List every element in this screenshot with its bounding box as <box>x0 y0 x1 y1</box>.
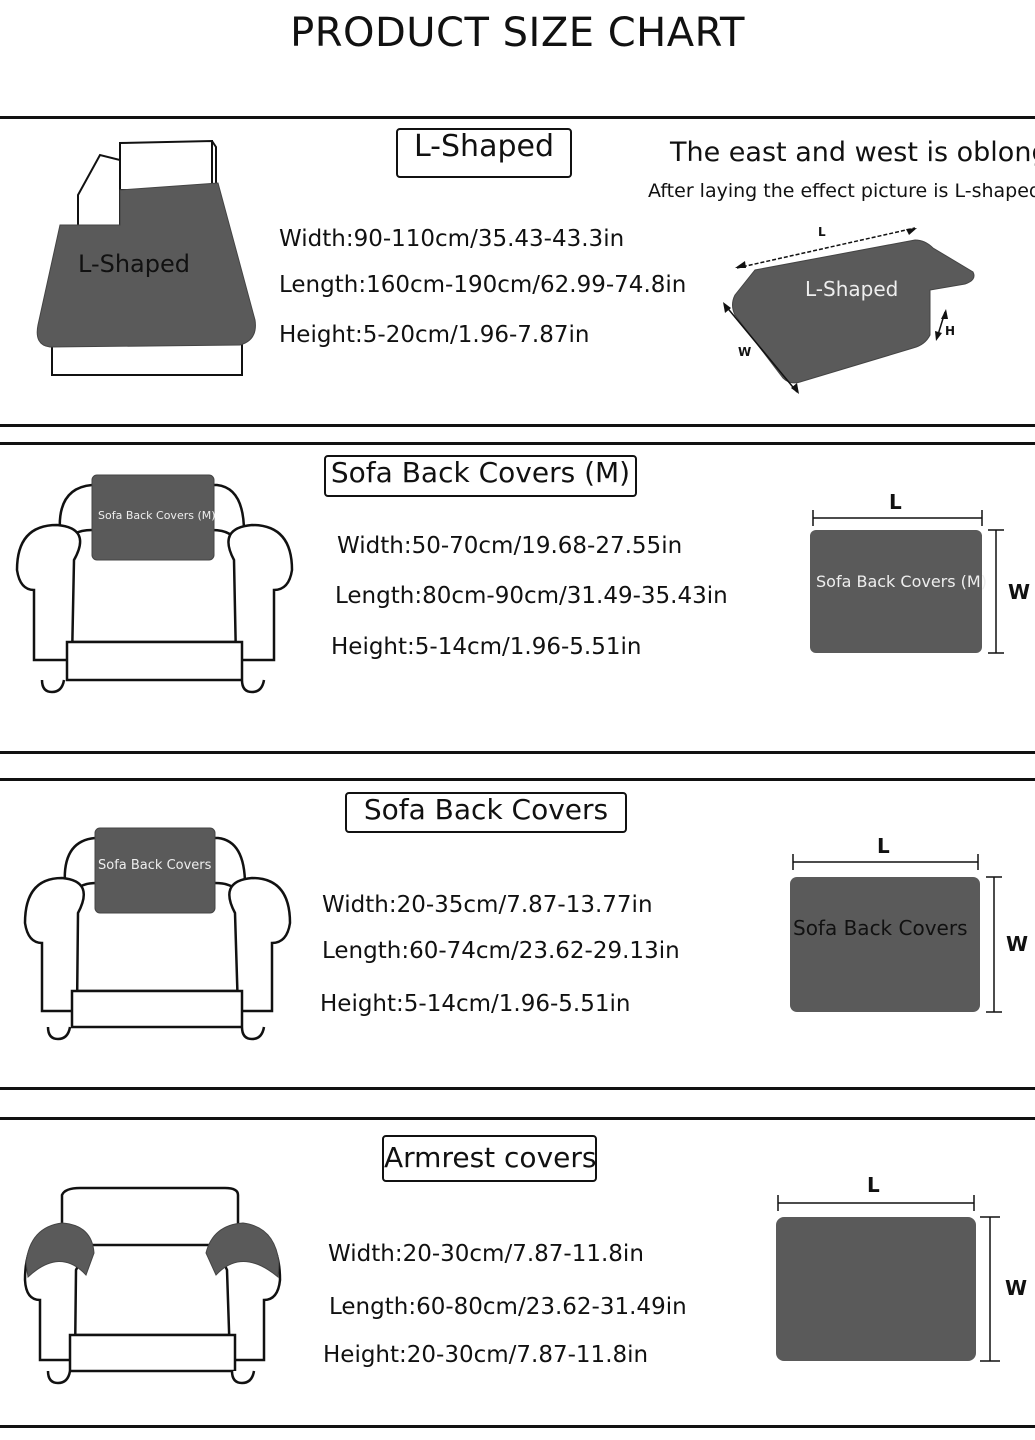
rect-dimension-diagram <box>776 1195 1000 1362</box>
dim-w: W <box>738 345 752 359</box>
diagram-label: Sofa Back Covers <box>793 916 968 940</box>
length-spec: Length:160cm-190cm/62.99-74.8in <box>279 272 687 298</box>
width-spec: Width:90-110cm/35.43-43.3in <box>279 226 625 252</box>
cushion-label: L-Shaped <box>78 250 190 278</box>
armchair-illustration <box>23 1186 282 1385</box>
section-divider <box>0 751 1035 754</box>
section-divider <box>0 1425 1035 1428</box>
dim-h: H <box>945 324 956 338</box>
diagram-shape <box>810 530 982 653</box>
armrest-cover-left <box>25 1222 95 1279</box>
dim-l: L <box>818 225 826 239</box>
width-spec: Width:50-70cm/19.68-27.55in <box>337 533 683 559</box>
section-divider <box>0 442 1035 445</box>
section-divider <box>0 116 1035 119</box>
height-spec: Height:5-14cm/1.96-5.51in <box>331 634 642 660</box>
height-spec: Height:5-14cm/1.96-5.51in <box>320 991 631 1017</box>
armchair-illustration <box>15 474 294 694</box>
armchair-illustration <box>23 827 292 1041</box>
section-divider <box>0 778 1035 781</box>
section-label: Armrest covers <box>382 1135 597 1182</box>
page-title: PRODUCT SIZE CHART <box>290 10 745 56</box>
cushion-label: Sofa Back Covers <box>98 858 212 873</box>
dim-w: W <box>1005 1276 1028 1300</box>
back-cover-shape <box>91 474 215 561</box>
width-spec: Width:20-35cm/7.87-13.77in <box>322 892 653 918</box>
note-line-1: The east and west is oblong <box>670 137 1035 168</box>
l-shaped-cushion-shape <box>36 182 256 348</box>
back-cover-shape <box>94 827 216 914</box>
dim-l: L <box>889 490 902 514</box>
dim-w: W <box>1008 580 1031 604</box>
diagram-shape <box>776 1217 976 1361</box>
length-spec: Length:60-80cm/23.62-31.49in <box>329 1294 687 1320</box>
length-spec: Length:80cm-90cm/31.49-35.43in <box>335 583 728 609</box>
rect-dimension-diagram <box>810 510 1004 654</box>
diagram-label: Sofa Back Covers (M) <box>816 572 987 591</box>
section-divider <box>0 1087 1035 1090</box>
width-spec: Width:20-30cm/7.87-11.8in <box>328 1241 644 1267</box>
dim-w: W <box>1006 932 1029 956</box>
section-label: L-Shaped <box>396 128 572 178</box>
cushion-label: Sofa Back Covers (M) <box>98 509 216 522</box>
rect-dimension-diagram <box>790 854 1002 1013</box>
length-spec: Length:60-74cm/23.62-29.13in <box>322 938 680 964</box>
section-divider <box>0 424 1035 427</box>
l-shaped-diagram-shape <box>732 239 975 384</box>
dim-l: L <box>877 834 890 858</box>
section-divider <box>0 1117 1035 1120</box>
diagram-label: L-Shaped <box>805 277 899 301</box>
section-label: Sofa Back Covers <box>345 792 627 833</box>
dim-l: L <box>867 1173 880 1197</box>
armrest-cover-right <box>205 1222 280 1279</box>
height-spec: Height:5-20cm/1.96-7.87in <box>279 322 590 348</box>
diagram-shape <box>790 877 980 1012</box>
height-spec: Height:20-30cm/7.87-11.8in <box>323 1342 649 1368</box>
section-label: Sofa Back Covers (M) <box>324 455 637 497</box>
l-shaped-sofa-illustration <box>36 139 256 376</box>
note-line-2: After laying the effect picture is L-sha… <box>648 180 1035 202</box>
l-shaped-dimension-diagram <box>723 227 975 394</box>
